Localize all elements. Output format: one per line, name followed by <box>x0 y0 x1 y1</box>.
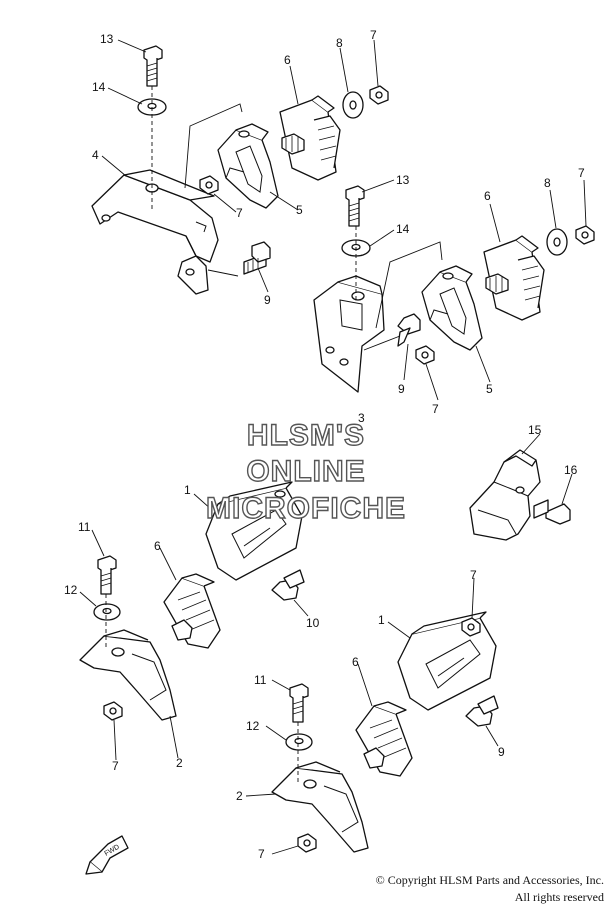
callout-8: 8 <box>336 36 343 50</box>
callout-14: 14 <box>396 222 410 236</box>
callout-12: 12 <box>64 583 78 597</box>
nut-7-lower-left <box>103 701 123 721</box>
nut-7-top <box>369 85 389 105</box>
callout-7: 7 <box>578 166 585 180</box>
bracket-5-right <box>421 265 483 351</box>
callout-7: 7 <box>112 759 119 773</box>
copyright-notice: © Copyright HLSM Parts and Accessories, … <box>376 872 604 906</box>
washer-8-top <box>342 91 364 119</box>
bolt-16 <box>533 499 571 525</box>
callout-5: 5 <box>296 203 303 217</box>
watermark-line-2: ONLINE <box>246 455 365 488</box>
callout-13: 13 <box>100 32 114 46</box>
bracket-4 <box>91 169 219 295</box>
bolt-13-right <box>345 185 365 227</box>
callout-7: 7 <box>432 402 439 416</box>
washer-12-left <box>93 603 121 621</box>
callout-7: 7 <box>258 847 265 861</box>
copyright-line-2: All rights reserved <box>514 890 604 904</box>
mount-6-left <box>163 573 221 649</box>
bolt-9-right <box>397 313 421 347</box>
callout-1: 1 <box>378 613 385 627</box>
bolt-9-top <box>243 241 271 275</box>
callout-16: 16 <box>564 463 578 477</box>
bolt-11-right <box>289 683 309 723</box>
callout-numbers: 13 14 4 6 8 7 7 5 9 13 14 6 8 7 3 9 7 5 … <box>64 28 585 861</box>
bracket-1-right <box>397 611 497 711</box>
nut-7-right <box>575 225 595 245</box>
callout-7: 7 <box>470 568 477 582</box>
mount-6-top <box>279 95 341 181</box>
callout-4: 4 <box>92 148 99 162</box>
callout-12: 12 <box>246 719 260 733</box>
assembly-top-right <box>313 185 595 393</box>
callout-15: 15 <box>528 423 542 437</box>
assembly-lower-left <box>79 481 305 721</box>
callout-2: 2 <box>236 789 243 803</box>
nut-7-low-right <box>415 345 435 365</box>
watermark: HLSM'S ONLINE MICROFICHE <box>205 418 406 525</box>
bracket-5-top <box>217 123 279 209</box>
copyright-line-1: © Copyright HLSM Parts and Accessories, … <box>375 873 604 887</box>
callout-3: 3 <box>358 411 365 425</box>
bolt-10 <box>271 569 305 601</box>
callout-11: 11 <box>78 520 91 534</box>
callout-6: 6 <box>154 539 161 553</box>
block-3 <box>313 275 385 393</box>
watermark-line-3: MICROFICHE <box>206 492 406 525</box>
bolt-9-lower <box>465 695 499 727</box>
callout-leaders <box>79 39 587 855</box>
mount-6-lower-right <box>355 701 413 777</box>
assembly-lower-right <box>271 611 499 853</box>
bolt-11-left <box>97 555 117 595</box>
nut-7-lower-right-bottom <box>297 833 317 853</box>
bracket-2-left <box>79 629 177 721</box>
callout-9: 9 <box>398 382 405 396</box>
callout-6: 6 <box>484 189 491 203</box>
callout-9: 9 <box>498 745 505 759</box>
callout-11: 11 <box>254 673 267 687</box>
watermark-line-1: HLSM'S <box>247 419 365 452</box>
callout-7: 7 <box>370 28 377 42</box>
callout-8: 8 <box>544 176 551 190</box>
fwd-arrow: FWD <box>85 835 129 875</box>
bolt-13-top <box>143 45 163 87</box>
mount-6-right <box>483 235 545 321</box>
nut-7-mid <box>199 175 219 195</box>
assembly-stopper-15 <box>469 449 571 541</box>
callout-10: 10 <box>306 616 320 630</box>
washer-8-right <box>546 228 568 256</box>
callout-2: 2 <box>176 756 183 770</box>
callout-6: 6 <box>352 655 359 669</box>
washer-12-right <box>285 733 313 751</box>
callout-13: 13 <box>396 173 410 187</box>
callout-14: 14 <box>92 80 106 94</box>
callout-7: 7 <box>236 206 243 220</box>
bracket-1-left <box>205 481 303 581</box>
callout-5: 5 <box>486 382 493 396</box>
assembly-top-left <box>91 45 389 295</box>
callout-9: 9 <box>264 293 271 307</box>
bracket-2-right <box>271 761 369 853</box>
callout-6: 6 <box>284 53 291 67</box>
callout-1: 1 <box>184 483 191 497</box>
